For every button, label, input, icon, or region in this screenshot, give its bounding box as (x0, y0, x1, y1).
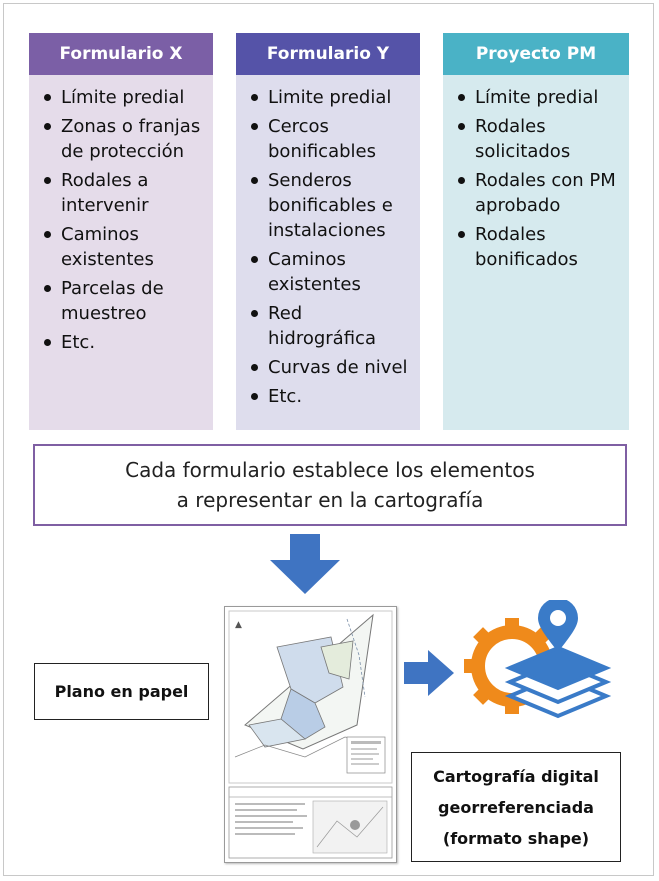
list-item: Red hidrográfica (248, 301, 414, 351)
digital-label-line-2: georreferenciada (438, 797, 594, 817)
list-item: Rodales bonificados (455, 222, 623, 272)
column-title: Proyecto PM (443, 33, 629, 75)
digital-label-line-1: Cartografía digital (433, 766, 599, 786)
map-drawing: ▲ (228, 610, 393, 859)
arrow-right-icon (404, 650, 454, 696)
layers-icon (504, 645, 612, 719)
list-item: Cercos bonificables (248, 114, 414, 164)
list-item: Rodales a intervenir (41, 168, 207, 218)
digital-cartography-label: Cartografía digital georreferenciada (fo… (411, 752, 621, 862)
statement-line-2: a representar en la cartografía (176, 488, 484, 512)
column-title: Formulario X (29, 33, 213, 75)
list-item: Caminos existentes (248, 247, 414, 297)
list-item: Curvas de nivel (248, 355, 414, 380)
column-proyecto-pm: Proyecto PM Límite predial Rodales solic… (443, 33, 629, 430)
column-formulario-y: Formulario Y Limite predial Cercos bonif… (236, 33, 420, 430)
svg-text:▲: ▲ (235, 620, 242, 630)
list-item: Etc. (41, 330, 207, 355)
item-list: Límite predial Rodales solicitados Rodal… (455, 85, 623, 272)
statement-line-1: Cada formulario establece los elementos (125, 458, 535, 482)
list-item: Caminos existentes (41, 222, 207, 272)
column-body: Límite predial Rodales solicitados Rodal… (443, 75, 629, 430)
paper-map-label-text: Plano en papel (54, 682, 189, 701)
arrow-down-icon (270, 534, 340, 594)
list-item: Senderos bonificables e instalaciones (248, 168, 414, 243)
list-item: Límite predial (455, 85, 623, 110)
item-list: Limite predial Cercos bonificables Sende… (248, 85, 414, 409)
column-body: Límite predial Zonas o franjas de protec… (29, 75, 213, 430)
list-item: Etc. (248, 384, 414, 409)
list-item: Límite predial (41, 85, 207, 110)
paper-map-label: Plano en papel (34, 663, 209, 720)
diagram-frame (3, 3, 654, 876)
paper-map-thumbnail: ▲ (224, 606, 397, 863)
list-item: Parcelas de muestreo (41, 276, 207, 326)
digital-label-line-3: (formato shape) (442, 828, 590, 848)
column-body: Limite predial Cercos bonificables Sende… (236, 75, 420, 430)
list-item: Limite predial (248, 85, 414, 110)
list-item: Rodales solicitados (455, 114, 623, 164)
gear-layers-location-icon (464, 600, 612, 719)
item-list: Límite predial Zonas o franjas de protec… (41, 85, 207, 355)
location-pin-icon (538, 600, 578, 652)
list-item: Zonas o franjas de protección (41, 114, 207, 164)
statement-box: Cada formulario establece los elementos … (33, 444, 627, 526)
column-formulario-x: Formulario X Límite predial Zonas o fran… (29, 33, 213, 430)
list-item: Rodales con PM aprobado (455, 168, 623, 218)
column-title: Formulario Y (236, 33, 420, 75)
